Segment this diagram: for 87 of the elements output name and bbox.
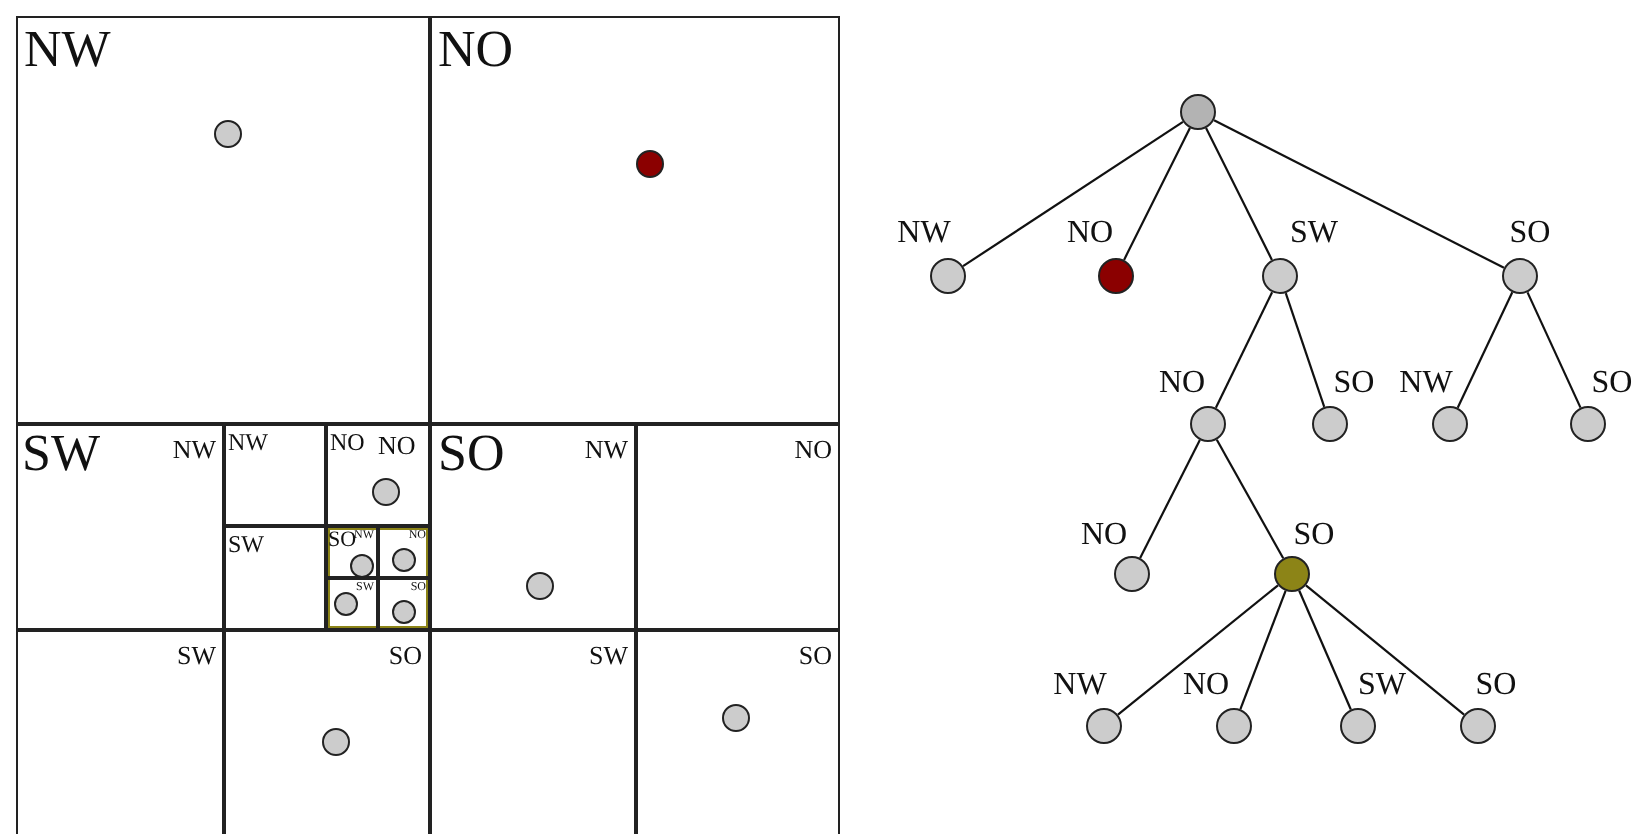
tree-edge	[1117, 584, 1279, 716]
node-label: NO	[1066, 218, 1114, 250]
data-point	[526, 572, 554, 600]
tree-node	[1312, 406, 1348, 442]
node-label: SW	[1290, 218, 1338, 250]
tree-edge	[1205, 127, 1273, 261]
quadrant-cell	[16, 16, 430, 424]
tree-edge	[1215, 439, 1285, 559]
tree-node	[1570, 406, 1606, 442]
quadrant-cell	[326, 526, 430, 630]
data-point	[636, 150, 664, 178]
tree-node	[1460, 708, 1496, 744]
quadrant-label: NO	[438, 24, 514, 76]
quadrant-label: SO	[388, 642, 422, 668]
tree-edge	[1139, 439, 1201, 559]
quadrant-label: NW	[584, 436, 628, 462]
node-label: NO	[1158, 368, 1206, 400]
data-point	[372, 478, 400, 506]
quadrant-cell	[326, 578, 378, 630]
node-label: SO	[1333, 368, 1375, 400]
quadrant-label: NW	[24, 24, 111, 76]
tree-edge	[1456, 291, 1514, 409]
quadrant-label: SO	[798, 642, 832, 668]
data-point	[392, 600, 416, 624]
tree-edge	[1284, 292, 1326, 408]
tree-node	[1086, 708, 1122, 744]
data-point	[350, 554, 374, 578]
tree-edge	[1526, 291, 1582, 409]
quadrant-cell	[430, 424, 840, 834]
tree-edge	[1123, 127, 1191, 261]
quadrant-label: SW	[589, 642, 628, 668]
tree-node	[1432, 406, 1468, 442]
quadrant-cell	[16, 424, 224, 630]
quadrant-cell	[378, 526, 430, 578]
node-label: NW	[897, 218, 951, 250]
quadrant-label: NW	[228, 430, 268, 454]
node-label: SW	[1358, 670, 1406, 702]
tree-edge	[1214, 291, 1274, 409]
tree-edge	[1213, 119, 1505, 269]
node-label: SO	[1509, 218, 1551, 250]
data-point	[334, 592, 358, 616]
quadrant-label: SW	[22, 428, 100, 480]
node-label: NW	[1053, 670, 1107, 702]
tree-edge	[1239, 590, 1287, 710]
tree-node	[1340, 708, 1376, 744]
quadrant-label: SO	[438, 428, 505, 480]
quadrant-label: NW	[172, 436, 216, 462]
quadrant-cell	[224, 630, 430, 834]
tree-node	[1114, 556, 1150, 592]
quadrant-label: NO	[330, 430, 365, 454]
node-label: NW	[1399, 368, 1453, 400]
tree-edge	[1305, 584, 1465, 716]
node-label: SO	[1475, 670, 1517, 702]
tree-node	[930, 258, 966, 294]
data-point	[214, 120, 242, 148]
data-point	[392, 548, 416, 572]
node-label: NO	[1182, 670, 1230, 702]
quadrant-cell	[378, 578, 430, 630]
tree-node	[1502, 258, 1538, 294]
node-label: SO	[1591, 368, 1633, 400]
quadrant-cell	[16, 424, 430, 834]
quadrant-cell	[16, 630, 224, 834]
quadrant-label: SW	[228, 532, 264, 556]
tree-node	[1190, 406, 1226, 442]
tree-node	[1262, 258, 1298, 294]
quadrant-label: NO	[794, 436, 832, 462]
quadrant-cell	[636, 424, 840, 630]
node-label: NO	[1080, 520, 1128, 552]
data-point	[322, 728, 350, 756]
tree-edge	[1298, 590, 1352, 710]
quadrant-cell	[224, 424, 326, 526]
quadrant-label: SW	[177, 642, 216, 668]
tree-node	[1098, 258, 1134, 294]
quadrant-cell	[224, 526, 326, 630]
tree-node	[1180, 94, 1216, 130]
tree-node	[1216, 708, 1252, 744]
quadrant-label: NO	[378, 432, 416, 458]
quadrant-cell	[224, 424, 430, 630]
quadrant-cell	[636, 630, 840, 834]
quadrant-cell	[326, 424, 430, 526]
node-label: SO	[1293, 520, 1335, 552]
quadrant-cell	[430, 424, 636, 630]
quadrant-cell	[430, 630, 636, 834]
data-point	[722, 704, 750, 732]
tree-node	[1274, 556, 1310, 592]
quadrant-cell	[430, 16, 840, 424]
tree-edge	[962, 120, 1184, 268]
